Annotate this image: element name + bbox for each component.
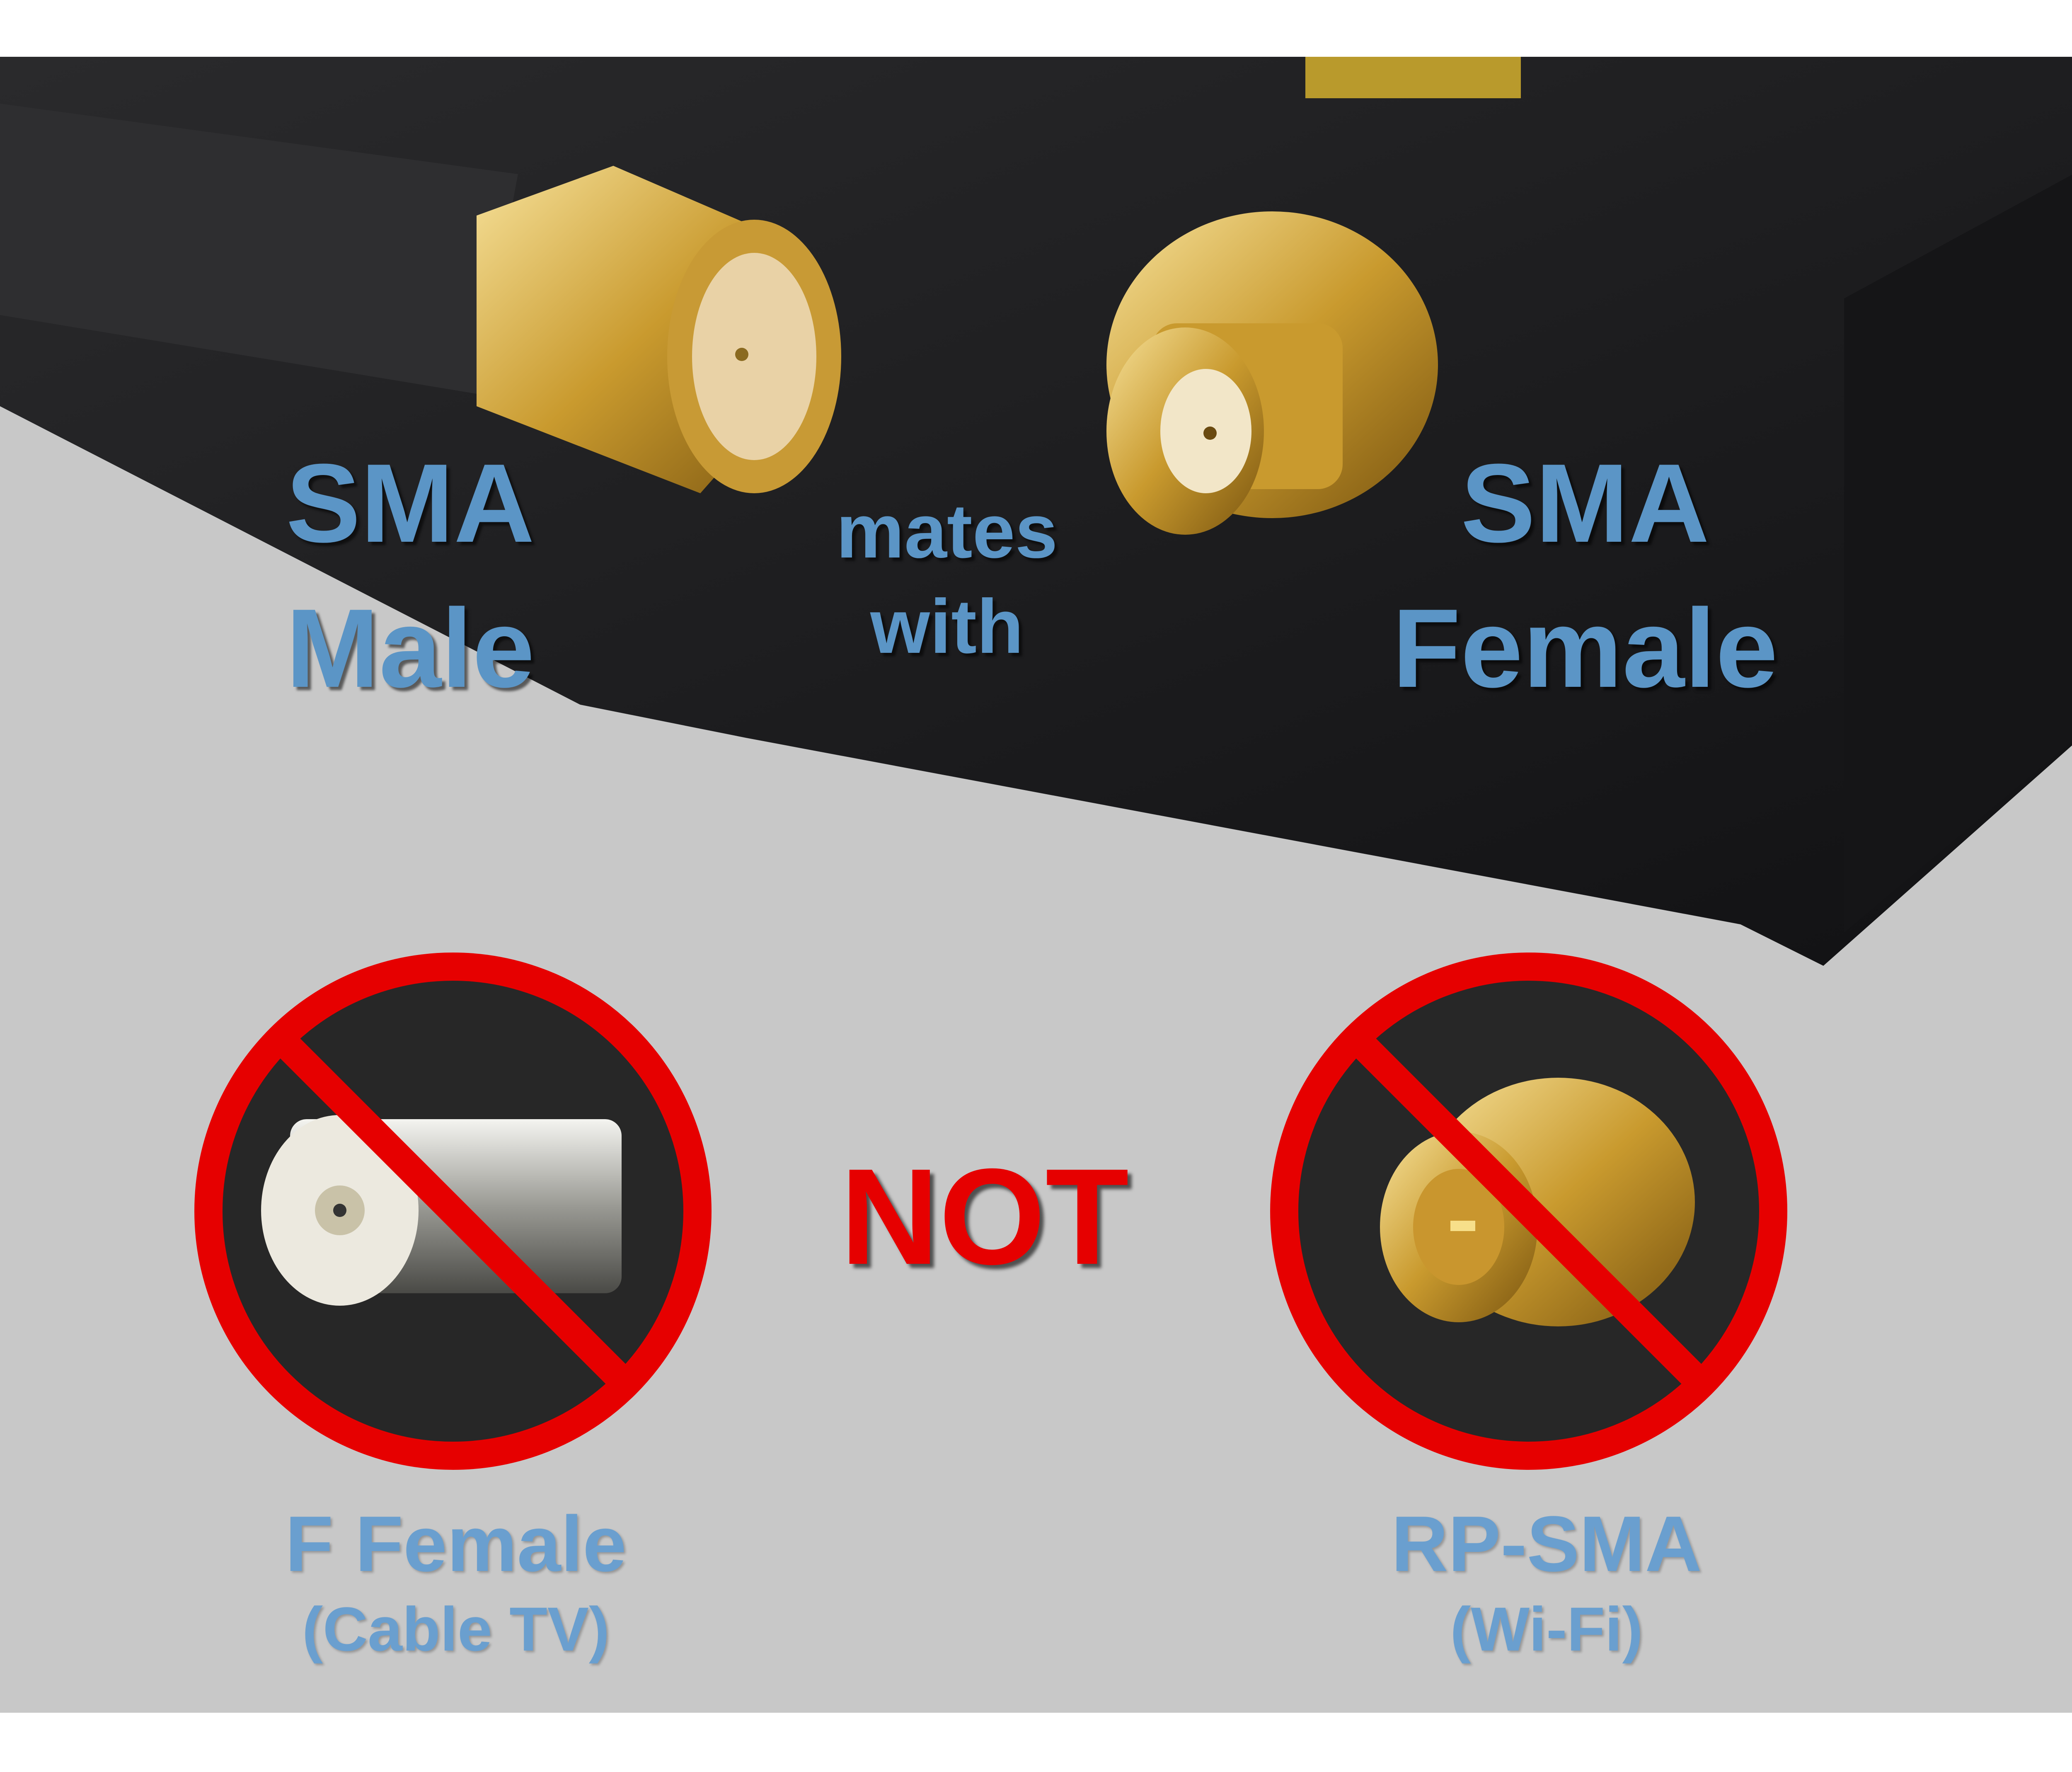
- rp-sma-label: RP-SMA (Wi-Fi): [1391, 1505, 1702, 1660]
- f-female-note: (Cable TV): [302, 1594, 610, 1664]
- sma-female-line2: Female: [1392, 586, 1778, 711]
- prohibited-circle-icon: [1270, 953, 1787, 1470]
- cable: [0, 104, 518, 394]
- prohibited-slash-icon: [270, 1028, 636, 1394]
- rp-sma-name: RP-SMA: [1391, 1500, 1702, 1588]
- prohibited-slash-icon: [1346, 1028, 1712, 1394]
- sma-male-line1: SMA: [286, 441, 535, 566]
- with-text: with: [870, 584, 1024, 669]
- f-female-prohibited: [194, 953, 712, 1470]
- sma-female-label: SMA Female: [1392, 448, 1778, 705]
- f-female-label: F Female (Cable TV): [285, 1505, 627, 1660]
- device-side: [1844, 175, 2072, 933]
- sma-male-label: SMA Male: [286, 448, 535, 705]
- mates-with-label: mates with: [836, 493, 1058, 665]
- sma-female-line1: SMA: [1461, 441, 1709, 566]
- rp-sma-prohibited: [1270, 953, 1787, 1470]
- rp-sma-note: (Wi-Fi): [1450, 1594, 1643, 1664]
- sma-female-connector: [1106, 211, 1438, 535]
- sma-male-line2: Male: [286, 586, 535, 711]
- device-label-patch: [1305, 57, 1521, 98]
- mates-text: mates: [836, 489, 1058, 574]
- not-label: NOT: [840, 1140, 1129, 1293]
- prohibited-circle-icon: [194, 953, 712, 1470]
- f-female-name: F Female: [285, 1500, 627, 1588]
- sma-male-connector: [477, 166, 841, 493]
